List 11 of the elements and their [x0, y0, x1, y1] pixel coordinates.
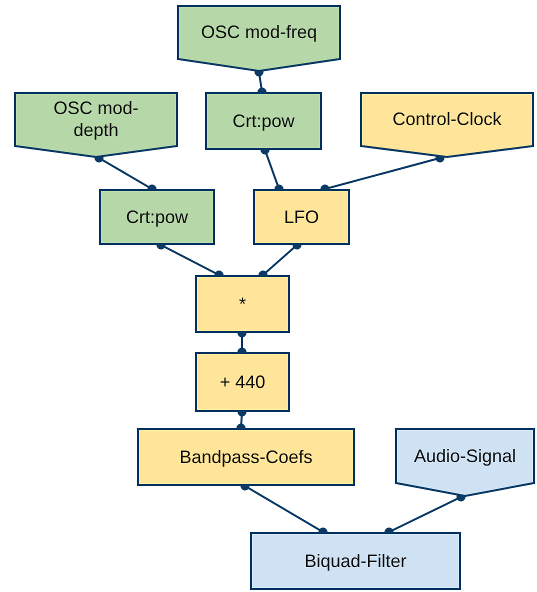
node-label: Crt:pow [232, 110, 294, 132]
node-label: Audio-Signal [414, 444, 516, 466]
node-label: OSC mod-depth [52, 97, 140, 141]
node-label: + 440 [220, 371, 266, 393]
node-label: Bandpass-Coefs [179, 446, 313, 468]
node-label: OSC mod-freq [200, 21, 318, 43]
node-label: Biquad-Filter [304, 550, 407, 572]
node-label: Crt:pow [126, 206, 188, 228]
node-label: * [238, 293, 246, 315]
node-label: Control-Clock [392, 108, 502, 130]
node-label: LFO [284, 206, 319, 228]
